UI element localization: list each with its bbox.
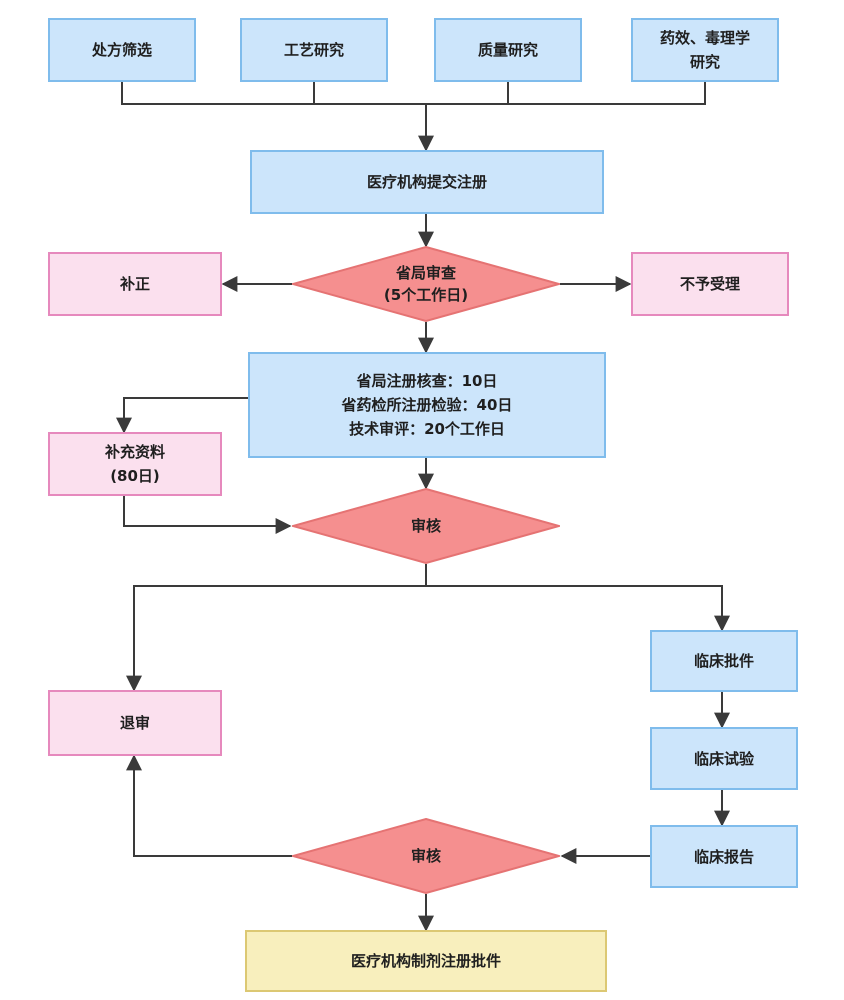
node-prescription-screening: 处方筛选: [48, 18, 196, 82]
decision-review-2: 审核: [292, 818, 560, 894]
node-institution-submit: 医疗机构提交注册: [250, 150, 604, 214]
node-not-accepted: 不予受理: [631, 252, 789, 316]
node-clinical-report: 临床报告: [650, 825, 798, 888]
node-quality-research: 质量研究: [434, 18, 582, 82]
node-supplement-materials: 补充资料 (80日): [48, 432, 222, 496]
node-process-research: 工艺研究: [240, 18, 388, 82]
decision-review-1: 审核: [292, 488, 560, 564]
node-final-approval: 医疗机构制剂注册批件: [245, 930, 607, 992]
node-registration-check: 省局注册核查：10日 省药检所注册检验：40日 技术审评：20个工作日: [248, 352, 606, 458]
connector-review-1-to-clinical: [426, 585, 730, 632]
node-clinical-trial: 临床试验: [650, 727, 798, 790]
node-clinical-approval: 临床批件: [650, 630, 798, 692]
node-correction: 补正: [48, 252, 222, 316]
connector-check-to-supplement: [116, 397, 248, 434]
connector-supplement-to-review-1: [123, 496, 292, 534]
node-rejection: 退审: [48, 690, 222, 756]
decision-provincial-review: 省局审查 (5个工作日): [292, 246, 560, 322]
connector-review-2-to-rejection: [126, 754, 292, 857]
connector-research-merge: [121, 82, 706, 105]
connector-review-1-branch: [126, 564, 427, 692]
node-pharmacology-toxicology: 药效、毒理学 研究: [631, 18, 779, 82]
